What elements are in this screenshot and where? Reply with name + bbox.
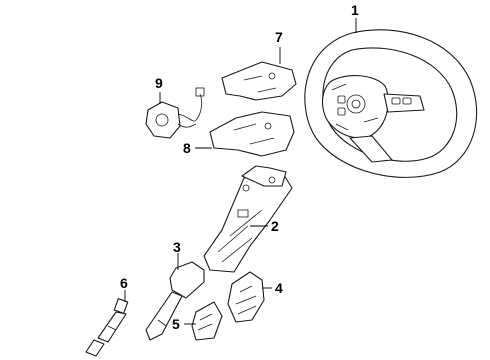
callout-2: 2 [271,218,279,234]
clockspring-switch [145,87,205,139]
steering-column-assembly [203,165,293,273]
callout-3: 3 [173,239,181,255]
callout-5: 5 [172,316,180,332]
callout-4: 4 [275,280,283,296]
upper-steering-column-shroud [221,61,297,101]
intermediate-shaft [145,261,205,341]
steering-column-boot [227,271,265,323]
column-bracket [191,301,223,341]
callout-1: 1 [351,2,359,18]
callout-7: 7 [275,29,283,45]
callout-8: 8 [183,140,191,156]
lower-shaft-universal-joint [85,298,129,357]
lower-steering-column-shroud [209,111,295,157]
callout-6: 6 [120,275,128,291]
steering-wheel [304,29,478,178]
callout-9: 9 [155,75,163,91]
